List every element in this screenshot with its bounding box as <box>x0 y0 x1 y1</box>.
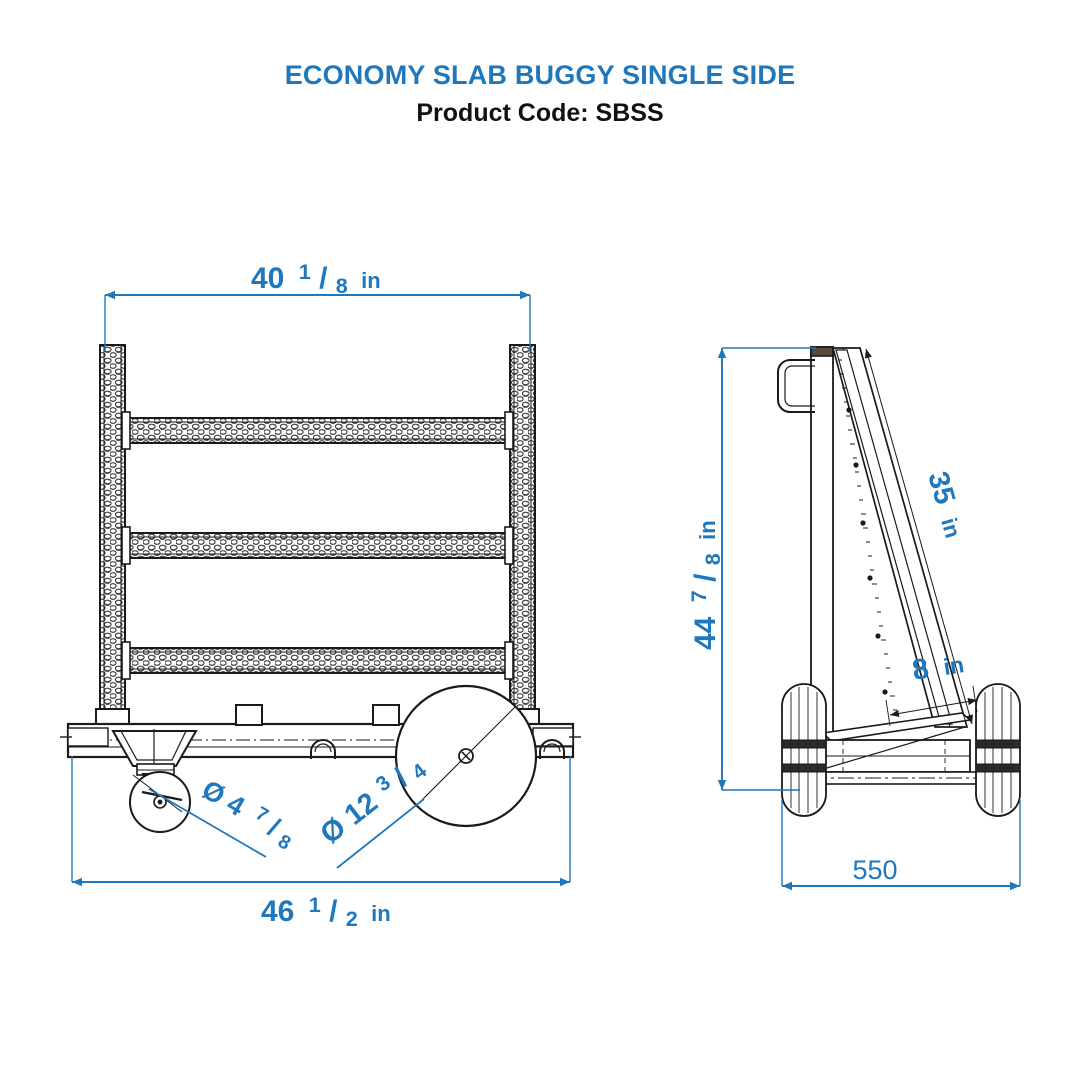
front-main-wheel <box>394 684 538 828</box>
dim-height-den: 8 <box>700 553 725 565</box>
dim-width-top-num: 1 <box>299 259 311 284</box>
svg-text:35 in: 35 in <box>921 468 970 541</box>
front-cross-rail-middle <box>121 526 514 565</box>
dim-width-bot-whole: 46 <box>261 895 294 928</box>
dim-track-value: 550 <box>852 855 897 885</box>
dim-deck-whole: 8 <box>910 653 931 687</box>
side-base-frame <box>817 726 971 773</box>
dim-caster-num: 7 <box>252 802 272 826</box>
dimension-label-mast-length: 35 in <box>921 468 970 541</box>
dimension-label-overall-height: 44 7 / 8 in <box>680 520 727 650</box>
front-elevation-view <box>60 290 581 887</box>
svg-text:46 1 /: 46 1 / 2 in <box>261 886 391 933</box>
dim-height-whole: 44 <box>689 616 722 650</box>
dimension-mast-length-line <box>864 348 974 725</box>
dimension-overall-height <box>717 347 816 791</box>
dim-width-bot-unit: in <box>371 901 391 926</box>
dim-wheel-num: 3 <box>372 771 395 796</box>
svg-text:Ø 4 7: Ø 4 7 / 8 <box>195 767 305 855</box>
front-swivel-caster <box>111 729 198 833</box>
dim-wheel-whole: 12 <box>339 787 384 832</box>
dim-width-top-den: 8 <box>336 273 348 298</box>
dimension-label-overall-width-top: 40 1 / 8 in <box>251 253 381 300</box>
front-cross-rail-upper <box>121 411 514 450</box>
dim-height-num: 7 <box>686 590 711 602</box>
dimension-label-caster-diameter: Ø 4 7 / 8 <box>195 767 305 855</box>
dimension-overall-width-bottom <box>71 756 571 887</box>
svg-text:40 1 /: 40 1 / 8 in <box>251 253 381 300</box>
page-title: ECONOMY SLAB BUGGY SINGLE SIDE <box>284 60 796 90</box>
dim-width-top-unit: in <box>361 268 381 293</box>
dimension-label-overall-width-bottom: 46 1 / 2 in <box>261 886 391 933</box>
dim-deck-unit: in <box>942 651 966 680</box>
side-elevation-view <box>717 346 1021 891</box>
dim-mast-whole: 35 <box>921 468 961 508</box>
title-block: ECONOMY SLAB BUGGY SINGLE SIDE Product C… <box>0 60 1080 128</box>
svg-text:8 in: 8 in <box>910 647 966 687</box>
product-code: Product Code: SBSS <box>416 99 664 128</box>
dim-caster-prefix: Ø <box>197 774 230 810</box>
dim-width-bot-num: 1 <box>309 892 321 917</box>
leader-wheel-diameter <box>336 798 425 869</box>
dim-caster-den: 8 <box>274 830 295 855</box>
dimension-track-width <box>781 800 1021 891</box>
svg-text:44 7 /: 44 7 / 8 in <box>680 520 727 650</box>
dim-height-unit: in <box>695 520 720 540</box>
front-cross-rail-lower <box>121 641 514 680</box>
dim-mast-unit: in <box>936 515 965 541</box>
dimension-label-deck-depth: 8 in <box>910 647 966 687</box>
dimension-label-track-width: 550 <box>852 855 897 885</box>
side-wheel-left <box>781 683 827 817</box>
front-tiedown-loops <box>310 739 565 759</box>
dim-width-bot-den: 2 <box>346 906 358 931</box>
dim-caster-whole: 4 <box>222 788 250 821</box>
side-handle-loop <box>777 359 815 413</box>
dim-width-top-whole: 40 <box>251 262 284 295</box>
leader-caster-diameter <box>148 788 267 858</box>
dimension-overall-width-top <box>104 290 531 352</box>
side-wheel-right <box>975 683 1021 817</box>
front-deck-lugs <box>235 704 400 726</box>
dimension-deck-depth-line <box>885 685 978 727</box>
